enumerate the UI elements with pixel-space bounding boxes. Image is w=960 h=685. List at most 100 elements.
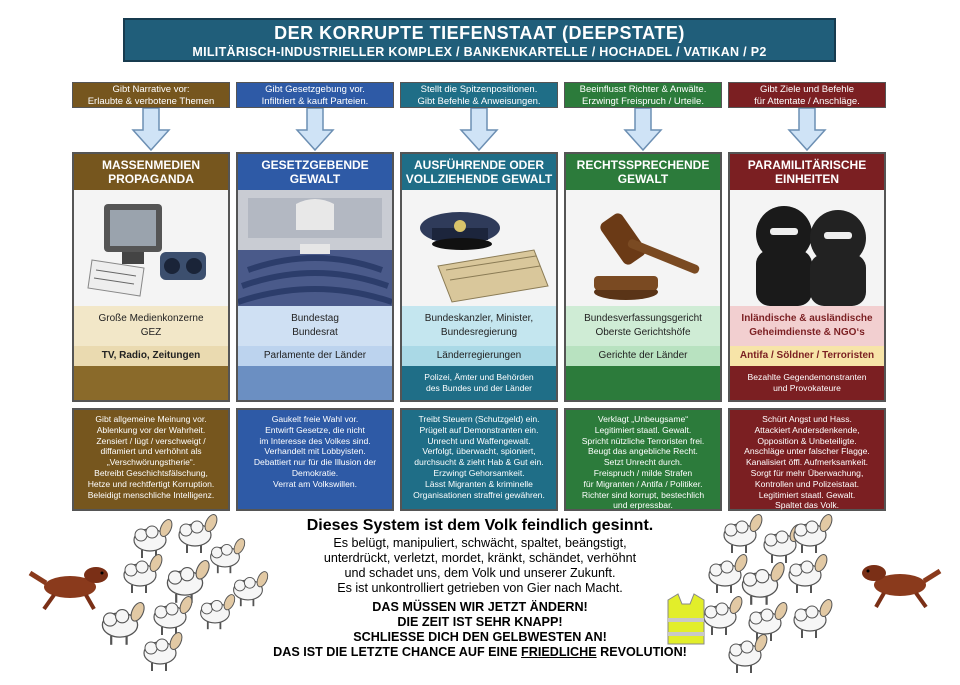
- card-tertiary-entities: [74, 366, 228, 400]
- entity-line: Oberste Gerichtshöfe: [595, 327, 691, 338]
- entity-line: Inländische & ausländische: [741, 313, 873, 324]
- description-line: Betreibt Geschichtsfälschung,: [94, 467, 208, 478]
- message-line: unterdrückt, verletzt, mordet, kränkt, s…: [323, 551, 637, 565]
- parliament-illustration: [238, 190, 392, 306]
- card-secondary-entities: Antifa / Söldner / Terroristen: [730, 346, 884, 366]
- tv-radio-newspaper-icon: [74, 190, 228, 306]
- description-line: diffamiert und verhöhnt als: [100, 446, 202, 457]
- description-line: Entwirft Gesetze, die nicht: [265, 424, 365, 435]
- description-line: Prügelt auf Demonstranten ein.: [419, 424, 539, 435]
- top-label-line: Gibt Gesetzgebung vor.: [265, 84, 365, 95]
- description-line: Legitimiert staatl. Gewalt.: [594, 424, 692, 435]
- description-line: Organisationen straffrei gewähren.: [413, 489, 545, 500]
- top-label-line: Stellt die Spitzenpositionen.: [420, 84, 538, 95]
- down-arrow-icon: [623, 108, 663, 152]
- description-line: Beleidigt menschliche Intelligenz.: [87, 489, 215, 500]
- top-label-executive: Stellt die Spitzenpositionen.Gibt Befehl…: [400, 82, 558, 108]
- description-line: Verrat am Volkswillen.: [272, 478, 358, 489]
- top-label-line: Erzwingt Freispruch / Urteile.: [582, 95, 704, 107]
- sheep-icon: [153, 596, 193, 635]
- top-label-line: Gibt Narrative vor:: [112, 84, 190, 95]
- sheep-icon: [793, 599, 833, 638]
- entity-line: Bundesrat: [292, 327, 338, 338]
- card-title-line: EINHEITEN: [774, 172, 839, 186]
- top-label-line: Gibt Ziele und Befehle: [759, 84, 854, 95]
- card-title-line: PARAMILITÄRISCHE: [747, 158, 867, 172]
- down-arrow-icon: [459, 108, 499, 152]
- description-box-legislative: Gaukelt freie Wahl vor.Entwirft Gesetze,…: [236, 408, 394, 511]
- entity-line: Große Medienkonzerne: [98, 313, 204, 324]
- left-decoration: [28, 514, 269, 671]
- police-cap-illustration: [420, 212, 549, 303]
- description-box-executive: Treibt Steuern (Schutzgeld) ein.Prügelt …: [400, 408, 558, 511]
- description-line: Beugt das angebliche Recht.: [588, 446, 698, 457]
- down-arrow-icon: [131, 108, 171, 152]
- description-line: Attackiert Andersdenkende,: [754, 424, 860, 435]
- card-tertiary-entities: [238, 366, 392, 400]
- description-box-paramilitary: Schürt Angst und Hass.Attackiert Andersd…: [728, 408, 886, 511]
- yellow-vest-icon: [667, 593, 705, 645]
- card-title-line: MASSENMEDIEN: [101, 158, 200, 172]
- description-line: Erzwingt Gehorsamkeit.: [433, 467, 525, 478]
- police-cap-icon: [402, 190, 556, 306]
- sheep-icon: [123, 554, 163, 593]
- down-arrow-icon: [295, 108, 335, 152]
- call-line: DAS MÜSSEN WIR JETZT ÄNDERN!: [372, 600, 588, 614]
- message-body: Es belügt, manipuliert, schwächt, spalte…: [180, 536, 780, 596]
- sheep-icon: [233, 571, 269, 607]
- sheepdog-icon: [28, 567, 108, 611]
- description-line: Debattiert nur für die Illusion der: [253, 457, 377, 468]
- sheep-icon: [723, 514, 763, 553]
- description-line: Zensiert / lügt / verschweigt /: [96, 435, 206, 446]
- call-to-action: DAS MÜSSEN WIR JETZT ÄNDERN! DIE ZEIT IS…: [180, 600, 780, 660]
- description-box-media: Gibt allgemeine Meinung vor.Ablenkung vo…: [72, 408, 230, 511]
- card-title-line: GEWALT: [289, 172, 341, 186]
- top-label-line: Infiltriert & kauft Parteien.: [261, 95, 369, 107]
- card-secondary-entities: Länderregierungen: [402, 346, 556, 366]
- entity-line: Bundesverfassungsgericht: [584, 313, 702, 324]
- down-arrow-icon: [787, 108, 827, 152]
- description-line: Setzt Unrecht durch.: [603, 457, 683, 468]
- entity-line: GEZ: [140, 327, 162, 338]
- message-headline: Dieses System ist dem Volk feindlich ges…: [306, 517, 654, 534]
- card-title-line: PROPAGANDA: [108, 172, 194, 186]
- message-line: Es belügt, manipuliert, schwächt, spalte…: [333, 536, 627, 550]
- description-line: Spaltet das Volk.: [774, 500, 840, 511]
- entity-line: des Bundes und der Länder: [425, 383, 533, 393]
- call-line: SCHLIESSE DICH DEN GELBWESTEN AN!: [353, 630, 607, 644]
- card-title-line: GESETZGEBENDE: [261, 158, 369, 172]
- description-line: Freispruch / milde Strafen: [593, 467, 693, 478]
- description-line: Gaukelt freie Wahl vor.: [271, 414, 359, 424]
- message-line: Es ist unkontrolliert getrieben von Gier…: [337, 581, 623, 595]
- description-box-judicial: Verklagt „Unbeugsame“Legitimiert staatl.…: [564, 408, 722, 511]
- card-primary-entities: Bundeskanzler, Minister,Bundesregierung: [402, 306, 556, 346]
- description-line: Kanalisiert öffl. Aufmerksamkeit.: [745, 457, 869, 468]
- card-title-line: AUSFÜHRENDE ODER: [413, 158, 544, 172]
- gavel-illustration: [594, 213, 700, 300]
- masked-figures-illustration: [756, 206, 866, 306]
- description-line: im Interesse des Volkes sind.: [259, 435, 371, 446]
- sheep-icon: [728, 634, 768, 673]
- top-label-line: für Attentate / Anschläge.: [754, 95, 860, 107]
- entity-line: Bundesregierung: [440, 327, 518, 338]
- final-call-emphasis: FRIEDLICHE: [521, 645, 597, 659]
- masked-figures-icon: [730, 190, 884, 306]
- card-title-line: GEWALT: [617, 172, 669, 186]
- top-label-media: Gibt Narrative vor:Erlaubte & verbotene …: [72, 82, 230, 108]
- card-title-line: RECHTSSPRECHENDE: [576, 158, 710, 172]
- card-secondary-entities: Gerichte der Länder: [566, 346, 720, 366]
- top-label-judicial: Beeinflusst Richter & Anwälte.Erzwingt F…: [564, 82, 722, 108]
- sheep-icon: [166, 559, 210, 603]
- card-secondary-entities: TV, Radio, Zeitungen: [74, 346, 228, 366]
